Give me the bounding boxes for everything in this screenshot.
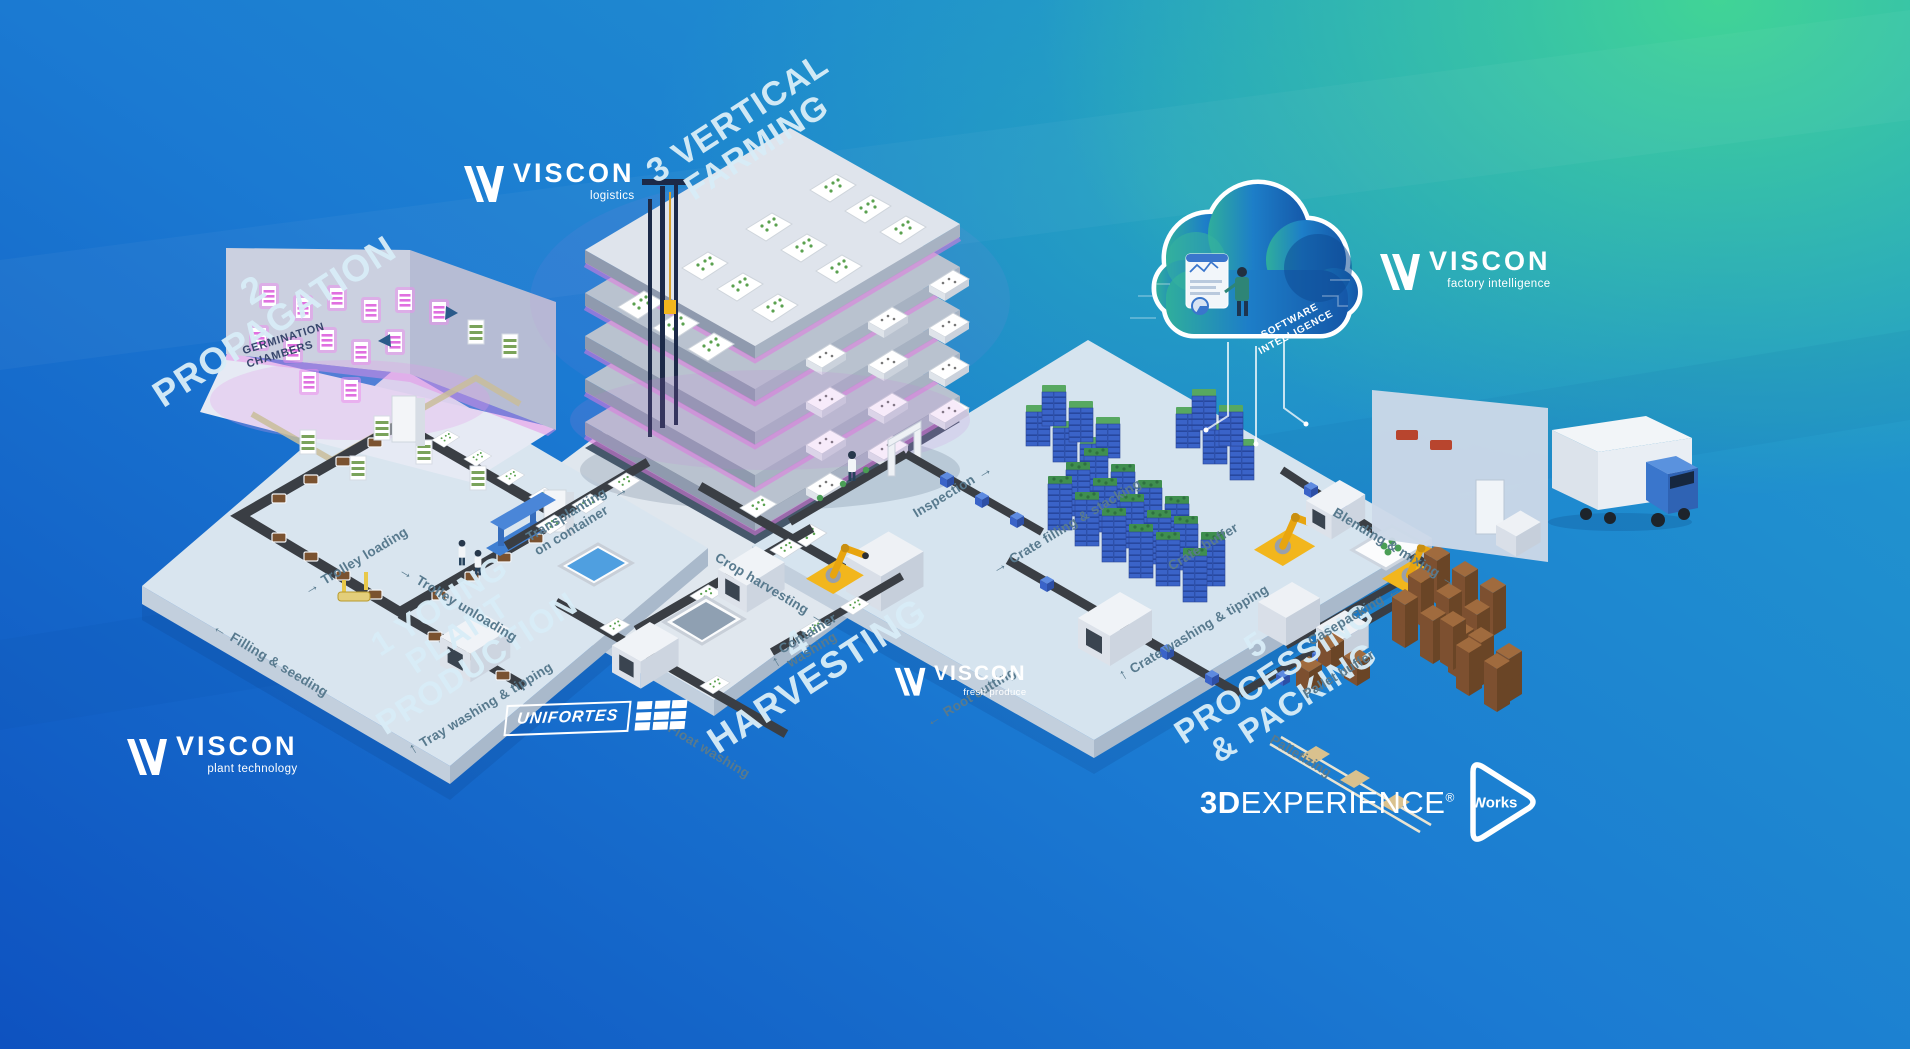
truck — [1548, 416, 1698, 531]
washing-tub — [661, 595, 747, 646]
unifortes-logo: UNIFORTES — [503, 699, 688, 737]
3dexperience-wordmark: 3DEXPERIENCE® — [1200, 785, 1455, 821]
viscon-brand: VISCON — [934, 662, 1027, 685]
viscon-brand: VISCON — [176, 731, 298, 761]
3d-bold: 3D — [1200, 785, 1241, 820]
viscon-tagline: fresh produce — [963, 687, 1027, 698]
unifortes-grid-icon — [634, 699, 688, 731]
tower-elevator — [642, 179, 686, 437]
viscon-mark-icon — [127, 739, 167, 775]
viscon-brand: VISCON — [1429, 246, 1551, 276]
seeder-machine — [337, 572, 371, 602]
cloud-connectors — [1205, 340, 1307, 444]
viscon-mark-icon — [464, 166, 504, 202]
viscon-tagline: factory intelligence — [1447, 278, 1551, 290]
works-text: Works — [1471, 794, 1518, 812]
viscon-fresh-produce-logo: VISCON fresh produce — [893, 663, 1027, 699]
viscon-tagline: plant technology — [207, 763, 298, 775]
loading-dock-wall — [1372, 390, 1548, 562]
software-intelligence-cloud — [1130, 179, 1363, 447]
unifortes-text: UNIFORTES — [516, 707, 620, 728]
experience-text: EXPERIENCE — [1240, 785, 1446, 820]
viscon-logistics-logo: VISCON logistics — [462, 160, 635, 206]
viscon-factory-intelligence-logo: VISCON factory intelligence — [1378, 248, 1551, 294]
processing-flows — [787, 384, 1522, 834]
circuit-traces — [1130, 279, 1350, 319]
float-pool — [556, 542, 636, 587]
viscon-brand: VISCON — [513, 158, 635, 188]
young-plant-platform — [142, 366, 708, 784]
palletizing-rail — [1269, 735, 1432, 834]
viscon-tagline: logistics — [590, 190, 635, 202]
viscon-mark-icon — [894, 667, 926, 696]
cloud-person — [1224, 267, 1249, 316]
harvesting-conveyors — [503, 458, 924, 738]
3dexperience-works-logo: 3DEXPERIENCE® Works — [1200, 756, 1541, 850]
dashboard-screen — [1185, 253, 1229, 315]
works-triangle-icon — [1470, 762, 1536, 842]
viscon-mark-icon — [1380, 254, 1420, 290]
registered-mark: ® — [1445, 790, 1455, 805]
viscon-plant-technology-logo: VISCON plant technology — [125, 733, 298, 779]
